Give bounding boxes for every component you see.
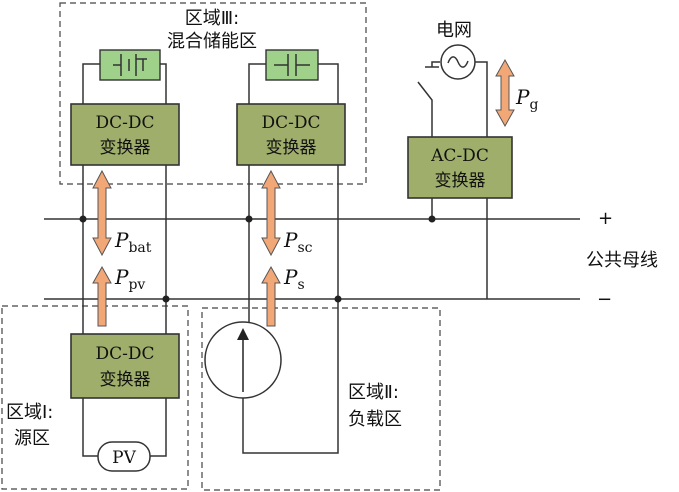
- converter-label-line2: 变换器: [266, 138, 317, 158]
- grid-label: 电网: [436, 20, 472, 41]
- battery-wire-left: [82, 63, 100, 104]
- source-region-subtitle: 源区: [14, 428, 50, 449]
- power-label-bat: Pbat: [114, 228, 152, 256]
- supercapacitor-storage-symbol: [265, 49, 319, 81]
- source-region-box: [1, 305, 189, 490]
- grid-acdc-converter: AC-DC 变换器: [407, 136, 513, 199]
- power-subscript: s: [297, 277, 304, 293]
- supercap-wire-left: [248, 63, 266, 104]
- power-symbol: P: [515, 85, 530, 109]
- grid-wire-right: [475, 61, 488, 137]
- junction-dot: [162, 295, 170, 303]
- battery-wire-right: [160, 63, 167, 104]
- bus-plus-sign: +: [598, 208, 613, 229]
- source-region-title: 区域Ⅰ:: [6, 402, 53, 423]
- power-subscript: bat: [128, 240, 151, 256]
- converter-label-line1: DC-DC: [95, 344, 154, 364]
- supercap-dcdc-converter: DC-DC 变换器: [236, 103, 346, 166]
- grid-switch-upper: [431, 61, 440, 67]
- pv-dcdc-converter: DC-DC 变换器: [70, 333, 180, 399]
- converter-label-line1: DC-DC: [95, 113, 154, 133]
- battery-storage-symbol: [99, 49, 161, 81]
- junction-dot: [334, 295, 342, 303]
- converter-label-line2: 变换器: [100, 370, 151, 390]
- power-symbol: P: [114, 228, 129, 252]
- storage-region-box: [59, 2, 367, 185]
- power-arrow-grid: [495, 58, 515, 128]
- bus-minus-sign: −: [597, 289, 612, 310]
- power-arrow-pv: [92, 265, 112, 327]
- power-label-g: Pg: [515, 85, 538, 113]
- pv-panel-wire-right: [150, 398, 167, 457]
- junction-dot: [79, 215, 87, 223]
- power-arrow-load: [261, 265, 281, 327]
- power-symbol: P: [283, 228, 298, 252]
- converter-label-line1: DC-DC: [261, 113, 320, 133]
- power-arrow-supercap: [261, 169, 281, 257]
- power-label-s: Ps: [283, 265, 305, 293]
- battery-dcdc-converter: DC-DC 变换器: [70, 103, 180, 166]
- power-symbol: P: [283, 265, 298, 289]
- junction-dot: [428, 215, 436, 223]
- load-region-subtitle: 负载区: [348, 409, 402, 430]
- power-label-sc: Psc: [283, 228, 313, 256]
- pv-panel-icon: [97, 441, 151, 472]
- storage-region-subtitle: 混合储能区: [167, 31, 257, 52]
- bus-label: 公共母线: [586, 250, 658, 271]
- storage-region-title: 区域Ⅲ:: [185, 8, 239, 29]
- power-symbol: P: [114, 265, 129, 289]
- power-subscript: pv: [128, 277, 145, 293]
- converter-label-line1: AC-DC: [430, 146, 489, 166]
- converter-label-line2: 变换器: [100, 138, 151, 158]
- pv-panel-wire-left: [82, 398, 98, 457]
- supercap-wire-right: [318, 63, 339, 104]
- converter-label-line2: 变换器: [435, 171, 486, 191]
- power-subscript: sc: [297, 240, 312, 256]
- power-label-pv: Ppv: [114, 265, 145, 293]
- grid-switch-lower: [417, 81, 433, 137]
- load-region-title: 区域Ⅱ:: [348, 382, 399, 403]
- pv-label: PV: [112, 448, 136, 468]
- load-current-source-icon: [204, 321, 282, 399]
- grid-ac-source-icon: [440, 44, 476, 80]
- junction-dot: [245, 215, 253, 223]
- power-arrow-battery: [92, 169, 112, 257]
- power-subscript: g: [529, 97, 538, 113]
